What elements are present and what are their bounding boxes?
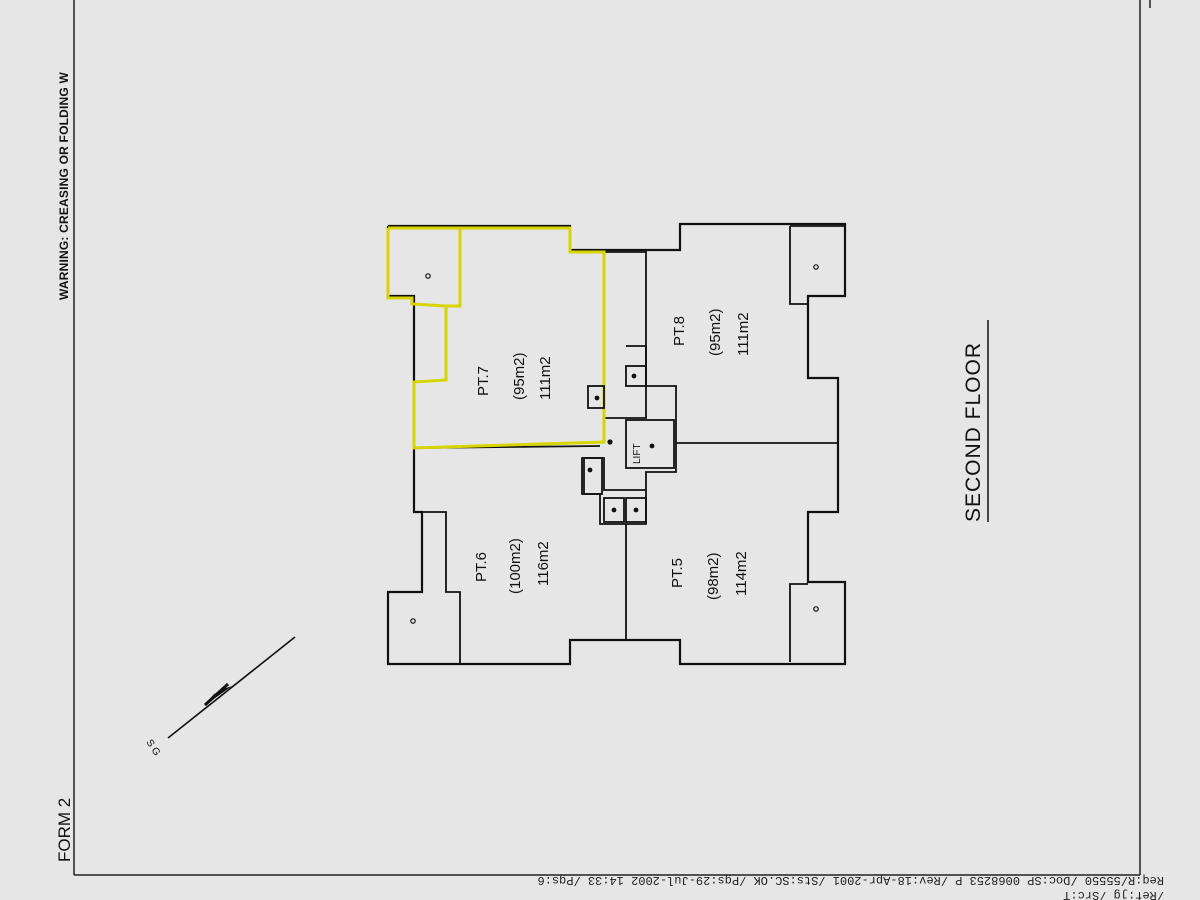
lot-area-total-pt8: 111m2 bbox=[735, 312, 752, 356]
service-core: LIFT bbox=[581, 345, 677, 525]
floor-title-text: SECOND FLOOR bbox=[962, 342, 985, 522]
north-arrow: S G bbox=[143, 636, 296, 758]
footer-line-1: /Ref:jg /Src:T bbox=[1063, 888, 1164, 900]
lift-label: LIFT bbox=[632, 443, 643, 464]
footer-line-2: Req:R/55550 /Doc:SP 0068253 P /Rev:18-Ap… bbox=[537, 873, 1164, 887]
lot-area-main-pt7: (95m2) bbox=[511, 352, 528, 400]
lot-label-pt5: PT.5 (98m2) 114m2 bbox=[669, 551, 750, 600]
lot-area-total-pt5: 114m2 bbox=[733, 551, 750, 596]
form-label: FORM 2 bbox=[55, 798, 74, 862]
lot-area-total-pt7: 111m2 bbox=[537, 356, 554, 400]
lift-box bbox=[625, 419, 675, 469]
lot-id-pt5: PT.5 bbox=[669, 558, 686, 588]
balcony-pt6 bbox=[410, 511, 461, 664]
lot-label-pt8: PT.8 (95m2) 111m2 bbox=[671, 308, 752, 356]
lot-id-pt7: PT.7 bbox=[475, 366, 492, 396]
highlight-pt7 bbox=[386, 226, 606, 450]
lot-area-total-pt6: 116m2 bbox=[535, 541, 552, 586]
lot-label-pt6: PT.6 (100m2) 116m2 bbox=[473, 538, 552, 594]
lot-id-pt8: PT.8 bbox=[671, 316, 688, 346]
lot-area-main-pt6: (100m2) bbox=[507, 538, 524, 594]
lot-area-main-pt8: (95m2) bbox=[707, 308, 724, 356]
balcony-pt5 bbox=[789, 583, 819, 662]
footer: /Ref:jg /Src:T Req:R/55550 /Doc:SP 00682… bbox=[537, 873, 1164, 900]
lot-label-pt7: PT.7 (95m2) 111m2 bbox=[475, 352, 554, 400]
sheet-border bbox=[73, 0, 1151, 876]
lot-id-pt6: PT.6 bbox=[473, 552, 490, 582]
balcony-pt8 bbox=[789, 225, 845, 305]
warning-text: WARNING: CREASING OR FOLDING W bbox=[57, 72, 71, 300]
floor-title: SECOND FLOOR bbox=[962, 320, 989, 522]
lot-area-main-pt5: (98m2) bbox=[705, 552, 722, 600]
